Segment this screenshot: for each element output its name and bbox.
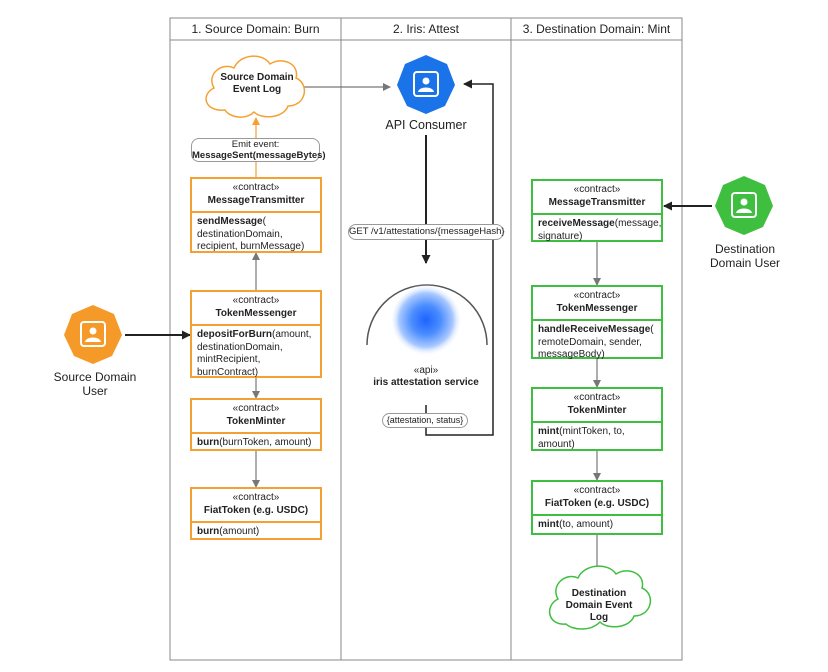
source-fiat-token: «contract»FiatToken (e.g. USDC) burn(amo… [190,487,322,540]
source-message-transmitter: «contract»MessageTransmitter sendMessage… [190,177,322,253]
destination-token-minter: «contract»TokenMinter mint(mintToken, to… [531,387,663,451]
destination-fiat-token: «contract»FiatToken (e.g. USDC) mint(to,… [531,480,663,535]
destination-user-icon [715,176,773,235]
swimlane-frame [169,17,683,661]
source-user-icon [64,305,122,364]
attestation-response-label: {attestation, status} [382,413,468,428]
lane-header-source: 1. Source Domain: Burn [191,22,320,36]
source-token-messenger: «contract»TokenMessenger depositForBurn(… [190,290,322,378]
source-event-log-cloud [205,55,306,118]
destination-token-messenger: «contract»TokenMessenger handleReceiveMe… [531,285,663,360]
api-consumer-label: API Consumer [385,118,467,132]
get-attestation-request-label: GET /v1/attestations/{messageHash} [348,224,505,240]
lane-header-destination: 3. Destination Domain: Mint [522,22,671,36]
source-flow-arrows [125,83,391,488]
api-consumer-icon [397,55,455,114]
iris-service-label: «api» iris attestation service [373,365,479,388]
destination-event-log-cloud [548,565,652,630]
lane-header-iris: 2. Iris: Attest [392,22,460,36]
iris-service-shape [366,284,488,356]
destination-message-transmitter: «contract»MessageTransmitter receiveMess… [531,179,663,242]
source-token-minter: «contract»TokenMinter burn(burnToken, am… [190,398,322,451]
emit-event-label: Emit event: MessageSent(messageBytes) [191,138,326,162]
